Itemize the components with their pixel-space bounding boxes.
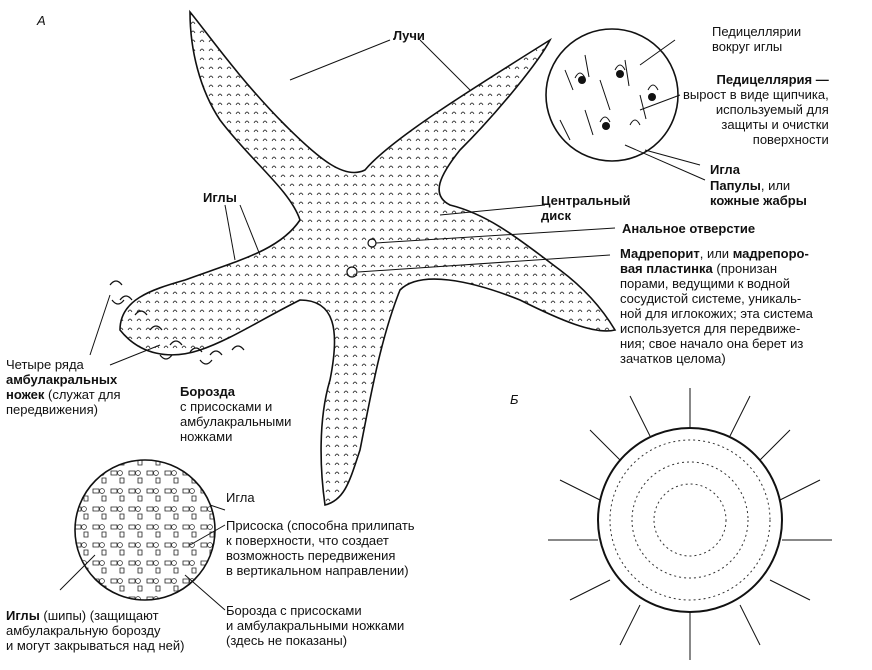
tube-feet [109, 280, 245, 365]
leader-lines [59, 39, 706, 611]
label-pedicellariae-around-spine: Педицеллярии вокруг иглы [712, 24, 802, 54]
label-rays: Лучи [393, 28, 425, 43]
label-spines-bottom: Иглы (шипы) (защищают амбулакральную бор… [6, 608, 185, 653]
label-anus: Анальное отверстие [622, 221, 756, 236]
label-pedicellaria: Педицеллярия — вырост в виде щипчика, ис… [683, 72, 829, 147]
label-central-disk: Центральный диск [541, 193, 631, 223]
pedicellaria-detail [559, 54, 659, 141]
sea-urchin [548, 388, 832, 660]
madreporite [346, 266, 358, 278]
label-spine-top: Игла [710, 162, 740, 177]
label-spine-bottom: Игла [226, 490, 255, 505]
starfish-body [119, 9, 617, 506]
label-four-rows: Четыре ряда амбулакральных ножек (служат… [6, 357, 121, 417]
label-madreporite: Мадрепорит, или мадрепоро- вая пластинка… [620, 246, 813, 366]
label-papulae: Папулы, или кожные жабры [710, 178, 807, 208]
label-groove-not-shown: Борозда с присосками и амбулакральными н… [226, 603, 405, 648]
panel-label-a: А [37, 13, 46, 28]
label-spines: Иглы [203, 190, 237, 205]
label-groove: Борозда с присосками и амбулакральными н… [180, 384, 292, 444]
zoom-circle-groove [74, 459, 216, 601]
zoom-circle-pedicellaria [545, 28, 679, 162]
panel-label-b: Б [510, 392, 519, 407]
label-sucker: Присоска (способна прилипать к поверхнос… [226, 518, 415, 578]
